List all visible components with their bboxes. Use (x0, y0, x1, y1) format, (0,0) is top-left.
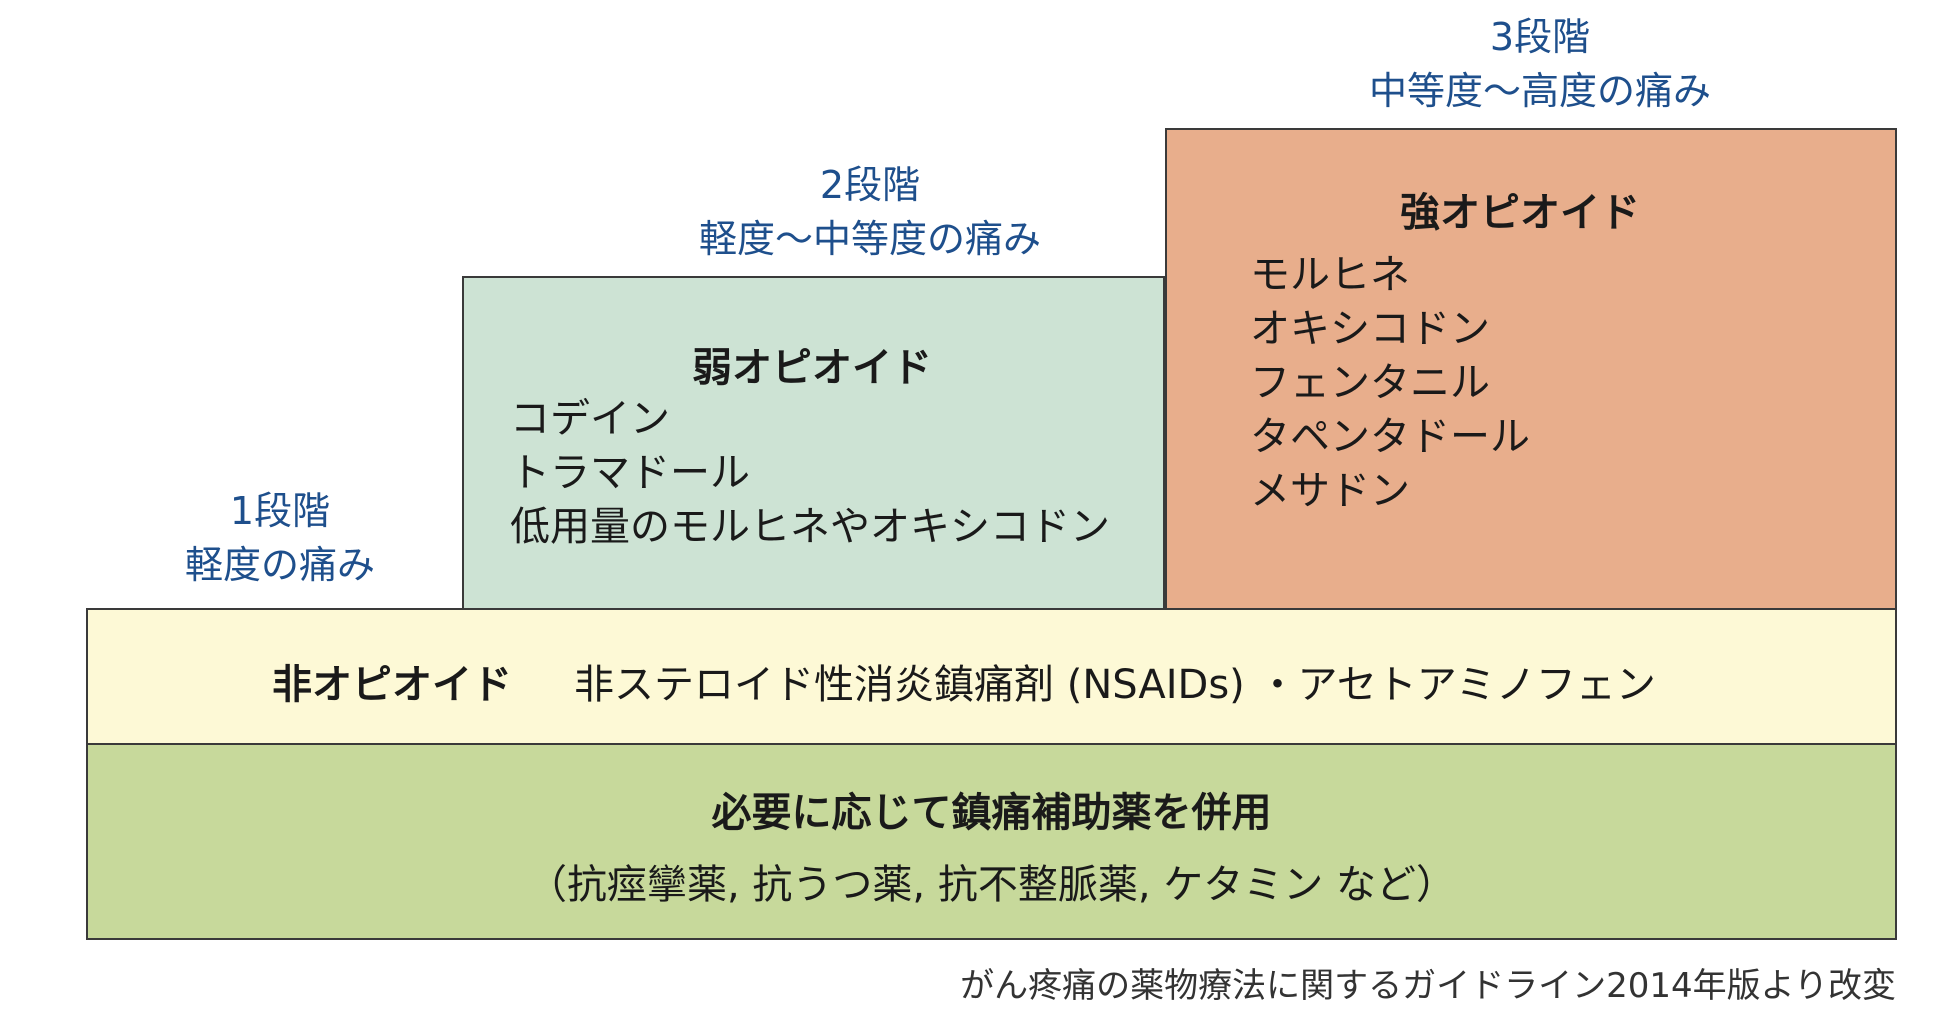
step-3-description: 中等度～高度の痛み (1368, 69, 1711, 113)
non-opioid-description: 非ステロイド性消炎鎮痛剤 (NSAIDs) ・アセトアミノフェン (574, 662, 1656, 708)
adjuvant-title: 必要に応じて鎮痛補助薬を併用 (711, 790, 1272, 836)
drug-item: トラマドール (510, 450, 750, 496)
weak-opioid-box (462, 276, 1165, 610)
adjuvant-note: （抗痙攣薬, 抗うつ薬, 抗不整脈薬, ケタミン など） (526, 862, 1456, 908)
drug-item: モルヒネ (1250, 252, 1410, 298)
drug-item: 低用量のモルヒネやオキシコドン (510, 504, 1110, 550)
step-3-label: 3段階 中等度～高度の痛み (1330, 10, 1750, 118)
weak-opioid-title: 弱オピオイド (692, 345, 932, 391)
step-2-label: 2段階 軽度～中等度の痛み (620, 158, 1120, 266)
step-3-title: 3段階 (1489, 15, 1591, 59)
step-1-description: 軽度の痛み (184, 543, 375, 587)
strong-opioid-title: 強オピオイド (1400, 190, 1640, 236)
weak-opioid-drug-list: コデイン トラマドール 低用量のモルヒネやオキシコドン (510, 392, 1110, 554)
strong-opioid-drug-list: モルヒネ オキシコドン フェンタニル タペンタドール メサドン (1250, 248, 1530, 518)
step-2-description: 軽度～中等度の痛み (698, 217, 1041, 261)
drug-item: コデイン (510, 396, 670, 442)
source-citation: がん疼痛の薬物療法に関するガイドライン2014年版より改変 (960, 966, 1896, 1006)
drug-item: フェンタニル (1250, 360, 1490, 406)
step-1-title: 1段階 (229, 489, 331, 533)
drug-item: タペンタドール (1250, 414, 1530, 460)
adjuvant-box (86, 743, 1897, 940)
strong-opioid-box (1165, 128, 1897, 610)
step-2-title: 2段階 (819, 163, 921, 207)
step-1-label: 1段階 軽度の痛み (120, 484, 440, 592)
drug-item: オキシコドン (1250, 306, 1490, 352)
drug-item: メサドン (1250, 468, 1410, 514)
non-opioid-title: 非オピオイド (272, 662, 512, 708)
